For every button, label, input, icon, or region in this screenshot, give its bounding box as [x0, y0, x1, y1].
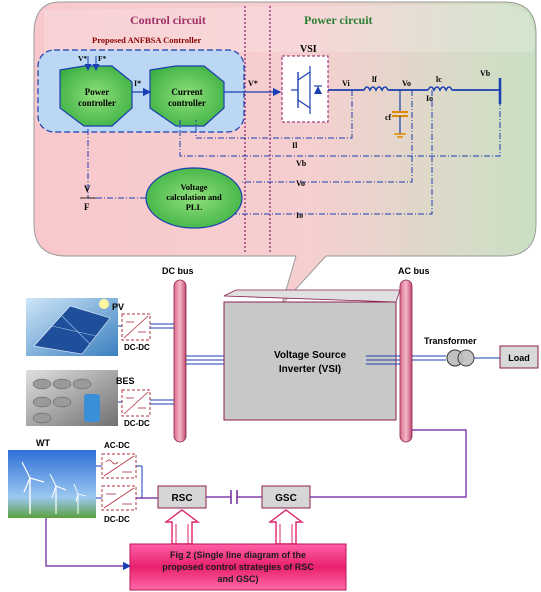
vo-label: Vo [402, 79, 411, 88]
bes-dcdc-converter [121, 389, 151, 417]
control-circuit-title: Control circuit [130, 13, 206, 27]
cf-label: cf [385, 113, 392, 122]
io-label: Io [426, 94, 433, 103]
load-box [499, 345, 539, 369]
dc-bus-label: DC bus [162, 266, 194, 276]
voltage-source-inverter-box: Voltage Source Inverter (VSI) [223, 289, 401, 421]
fref-input-label: F* [98, 54, 107, 63]
gsc-label: GSC [275, 493, 297, 504]
feedback-v-label: V [84, 184, 91, 194]
pv-dcdc-converter [121, 313, 151, 341]
callout-bubble [33, 1, 537, 305]
iref-label: I* [134, 79, 141, 88]
fig2-caption-box [129, 543, 347, 591]
pv-panel-image [26, 298, 118, 356]
gsc-to-ac-bus-wire [310, 429, 467, 498]
vsi-box-line1: Voltage Source [274, 350, 346, 361]
fig2-caption-line2: proposed control strategies of RSC [162, 562, 314, 572]
signal-vo-label: Vo [296, 179, 305, 188]
ac-bus-bar [399, 279, 413, 443]
bes-dcdc-label: DC-DC [124, 419, 150, 428]
fig2-caption-line1: Fig 2 (Single line diagram of the [170, 550, 306, 560]
pv-dcdc-label: DC-DC [124, 343, 150, 352]
bes-label: BES [116, 376, 135, 386]
signal-io-label: Io [296, 211, 303, 220]
vsi-label: VSI [300, 44, 317, 55]
filter-capacitor [392, 90, 408, 138]
wt-to-fig-wire [45, 518, 132, 571]
lf-label: lf [372, 75, 377, 84]
dc-bus-bar [173, 279, 187, 443]
wt-acdc-converter [101, 453, 137, 479]
feedback-f-label: F [84, 202, 90, 212]
load-label: Load [508, 353, 530, 363]
vsi-box-line2: Inverter (VSI) [279, 364, 341, 375]
gsc-control-arrow [267, 509, 305, 545]
wind-turbine-image [8, 450, 96, 518]
section-divider [244, 6, 271, 252]
vref-input-label: V* [78, 54, 87, 63]
vsi-switch-box [281, 55, 329, 123]
transformer-label: Transformer [424, 336, 477, 346]
signal-il-label: Il [292, 141, 298, 150]
wt-dcdc-label: DC-DC [104, 515, 130, 524]
wt-acdc-label: AC-DC [104, 441, 130, 450]
controller-title: Proposed ANFBSA Controller [92, 35, 201, 45]
signal-vb-label: Vb [296, 159, 307, 168]
ac-bus-label: AC bus [398, 266, 430, 276]
vi-label: Vi [342, 79, 350, 88]
wt-label: WT [36, 438, 50, 448]
transformer-icon [446, 349, 475, 367]
power-circuit-title: Power circuit [304, 13, 373, 27]
bes-battery-image [26, 370, 118, 426]
vref-output-label: V* [248, 79, 258, 88]
vb-label: Vb [480, 69, 491, 78]
rsc-control-arrow [163, 509, 201, 545]
fig2-caption-line3: and GSC) [217, 574, 258, 584]
rsc-label: RSC [171, 493, 192, 504]
pv-label: PV [112, 302, 124, 312]
lc-label: lc [436, 75, 442, 84]
wt-dcdc-converter [101, 485, 137, 511]
